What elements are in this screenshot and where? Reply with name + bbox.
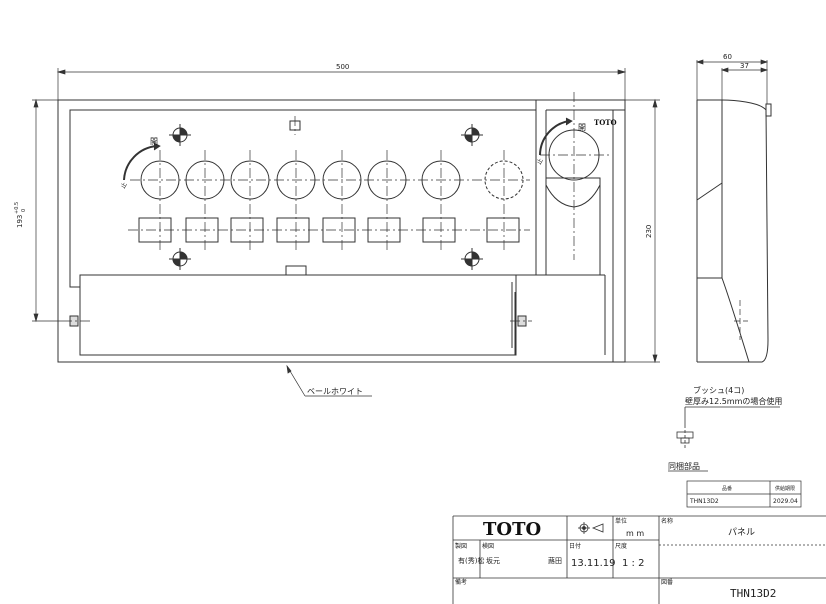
dim-side-37: 37	[740, 62, 749, 70]
panel-logo: TOTO	[594, 118, 617, 127]
value-date: 13.11.19	[571, 558, 616, 569]
mount-hole-mark	[460, 247, 484, 271]
parts-table	[686, 480, 802, 508]
dim-width-500: 500	[336, 63, 349, 71]
front-view	[57, 92, 626, 363]
panel-outline	[57, 99, 626, 363]
value-drawing-no: THN13D2	[730, 587, 776, 600]
label-date: 日付	[569, 542, 581, 550]
dim-height-230: 230	[645, 225, 653, 238]
dim-height-193-tolerance: +0.5	[14, 202, 20, 214]
parts-header-code: 品番	[722, 485, 732, 492]
mount-hole-mark	[168, 247, 192, 271]
label-checked: 検図	[482, 542, 494, 550]
open-label-right: 開	[578, 123, 586, 132]
label-drafted: 製図	[455, 542, 467, 550]
parts-cell-supply: 2029.04	[773, 498, 798, 505]
mount-hole-mark	[460, 123, 484, 147]
value-scale: 1 : 2	[622, 558, 644, 569]
stop-label-right: 止	[535, 157, 545, 166]
button-row	[138, 217, 520, 243]
title-brand: TOTO	[483, 519, 541, 540]
label-unit: 単位	[615, 517, 627, 525]
bush-note-line2: 壁厚み12.5mmの場合使用	[685, 396, 782, 406]
bush-note-line1: ブッシュ(4コ)	[693, 385, 744, 395]
parts-caption: 同梱部品	[668, 461, 700, 471]
value-checked-2: 蕗田	[548, 556, 562, 565]
projection-symbol-icon	[578, 522, 604, 534]
label-remarks: 備考	[455, 578, 467, 586]
value-unit: m m	[626, 529, 644, 538]
open-label-left: 開	[150, 137, 158, 146]
mount-hole-mark	[168, 123, 192, 147]
knob-row	[140, 129, 600, 200]
dim-side-60: 60	[723, 53, 732, 61]
value-drafted: 有(秀)松	[458, 556, 484, 565]
front-dimensions	[32, 68, 660, 397]
parts-header-supply: 供給期限	[775, 485, 795, 492]
side-dimensions	[695, 59, 769, 104]
finish-note: ベールホワイト	[307, 387, 363, 396]
side-view	[696, 99, 772, 363]
label-drawing-no: 図番	[661, 579, 673, 586]
dim-height-193-tolerance2: 0	[21, 209, 27, 212]
dim-height-193: 193	[16, 215, 24, 228]
value-name: パネル	[728, 527, 755, 538]
bush-part	[676, 406, 780, 448]
parts-cell-code: THN13D2	[689, 498, 719, 505]
label-scale: 尺度	[615, 542, 627, 550]
label-name: 名称	[661, 517, 673, 525]
value-checked: 坂元	[486, 556, 500, 565]
title-block	[452, 515, 826, 604]
lower-cover	[79, 274, 536, 356]
stop-label-left: 止	[119, 181, 129, 190]
